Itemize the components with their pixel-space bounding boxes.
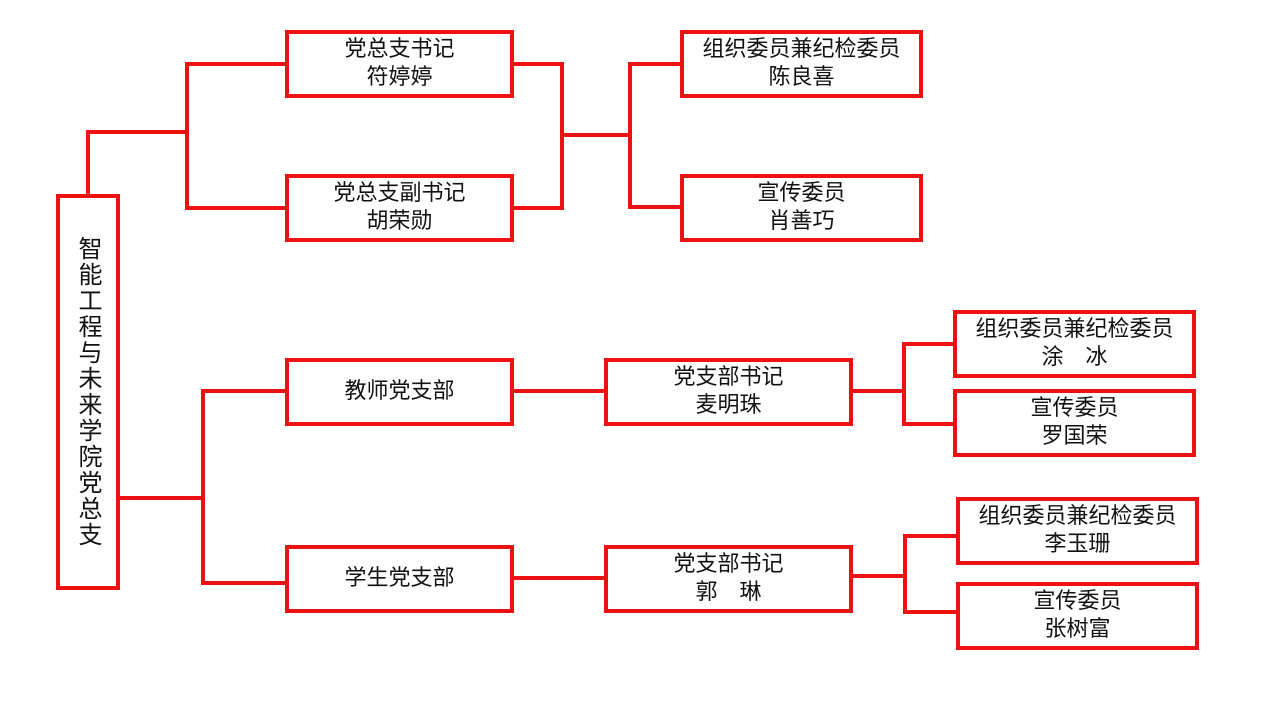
- node-title: 党总支书记: [344, 37, 455, 62]
- node-title: 组织委员兼纪检委员: [702, 37, 901, 62]
- node-person: 涂 冰: [1041, 345, 1108, 370]
- node-title: 组织委员兼纪检委员: [975, 317, 1174, 342]
- node-teacher-branch: 教师党支部: [285, 358, 514, 426]
- node-title: 党总支副书记: [333, 181, 466, 206]
- node-person: 罗国荣: [1041, 424, 1108, 449]
- node-title: 学生党支部: [344, 566, 455, 591]
- node-general-secretary: 党总支书记 符婷婷: [285, 30, 514, 98]
- node-teacher-branch-secretary: 党支部书记 麦明珠: [604, 358, 853, 426]
- node-person: 陈良喜: [768, 65, 835, 90]
- node-title: 组织委员兼纪检委员: [978, 504, 1177, 529]
- node-student-propaganda: 宣传委员 张树富: [956, 582, 1199, 650]
- node-propaganda-top: 宣传委员 肖善巧: [680, 174, 923, 242]
- node-teacher-propaganda: 宣传委员 罗国荣: [953, 389, 1196, 457]
- node-person: 肖善巧: [768, 209, 835, 234]
- node-person: 符婷婷: [366, 65, 433, 90]
- node-teacher-org-member: 组织委员兼纪检委员 涂 冰: [953, 310, 1196, 378]
- node-title: 宣传委员: [1030, 396, 1119, 421]
- node-person: 郭 琳: [695, 580, 762, 605]
- node-org-member-top: 组织委员兼纪检委员 陈良喜: [680, 30, 923, 98]
- node-student-branch-secretary: 党支部书记 郭 琳: [604, 545, 853, 613]
- root-node: 智能工程与未来学院党总支: [56, 194, 120, 590]
- node-person: 李玉珊: [1044, 532, 1111, 557]
- node-title: 党支部书记: [673, 365, 784, 390]
- node-person: 张树富: [1044, 617, 1111, 642]
- node-person: 胡荣勋: [366, 209, 433, 234]
- node-student-org-member: 组织委员兼纪检委员 李玉珊: [956, 497, 1199, 565]
- node-deputy-secretary: 党总支副书记 胡荣勋: [285, 174, 514, 242]
- node-title: 教师党支部: [344, 379, 455, 404]
- node-title: 宣传委员: [1033, 589, 1122, 614]
- root-label: 智能工程与未来学院党总支: [74, 236, 102, 548]
- node-student-branch: 学生党支部: [285, 545, 514, 613]
- node-title: 党支部书记: [673, 552, 784, 577]
- node-person: 麦明珠: [695, 393, 762, 418]
- node-title: 宣传委员: [757, 181, 846, 206]
